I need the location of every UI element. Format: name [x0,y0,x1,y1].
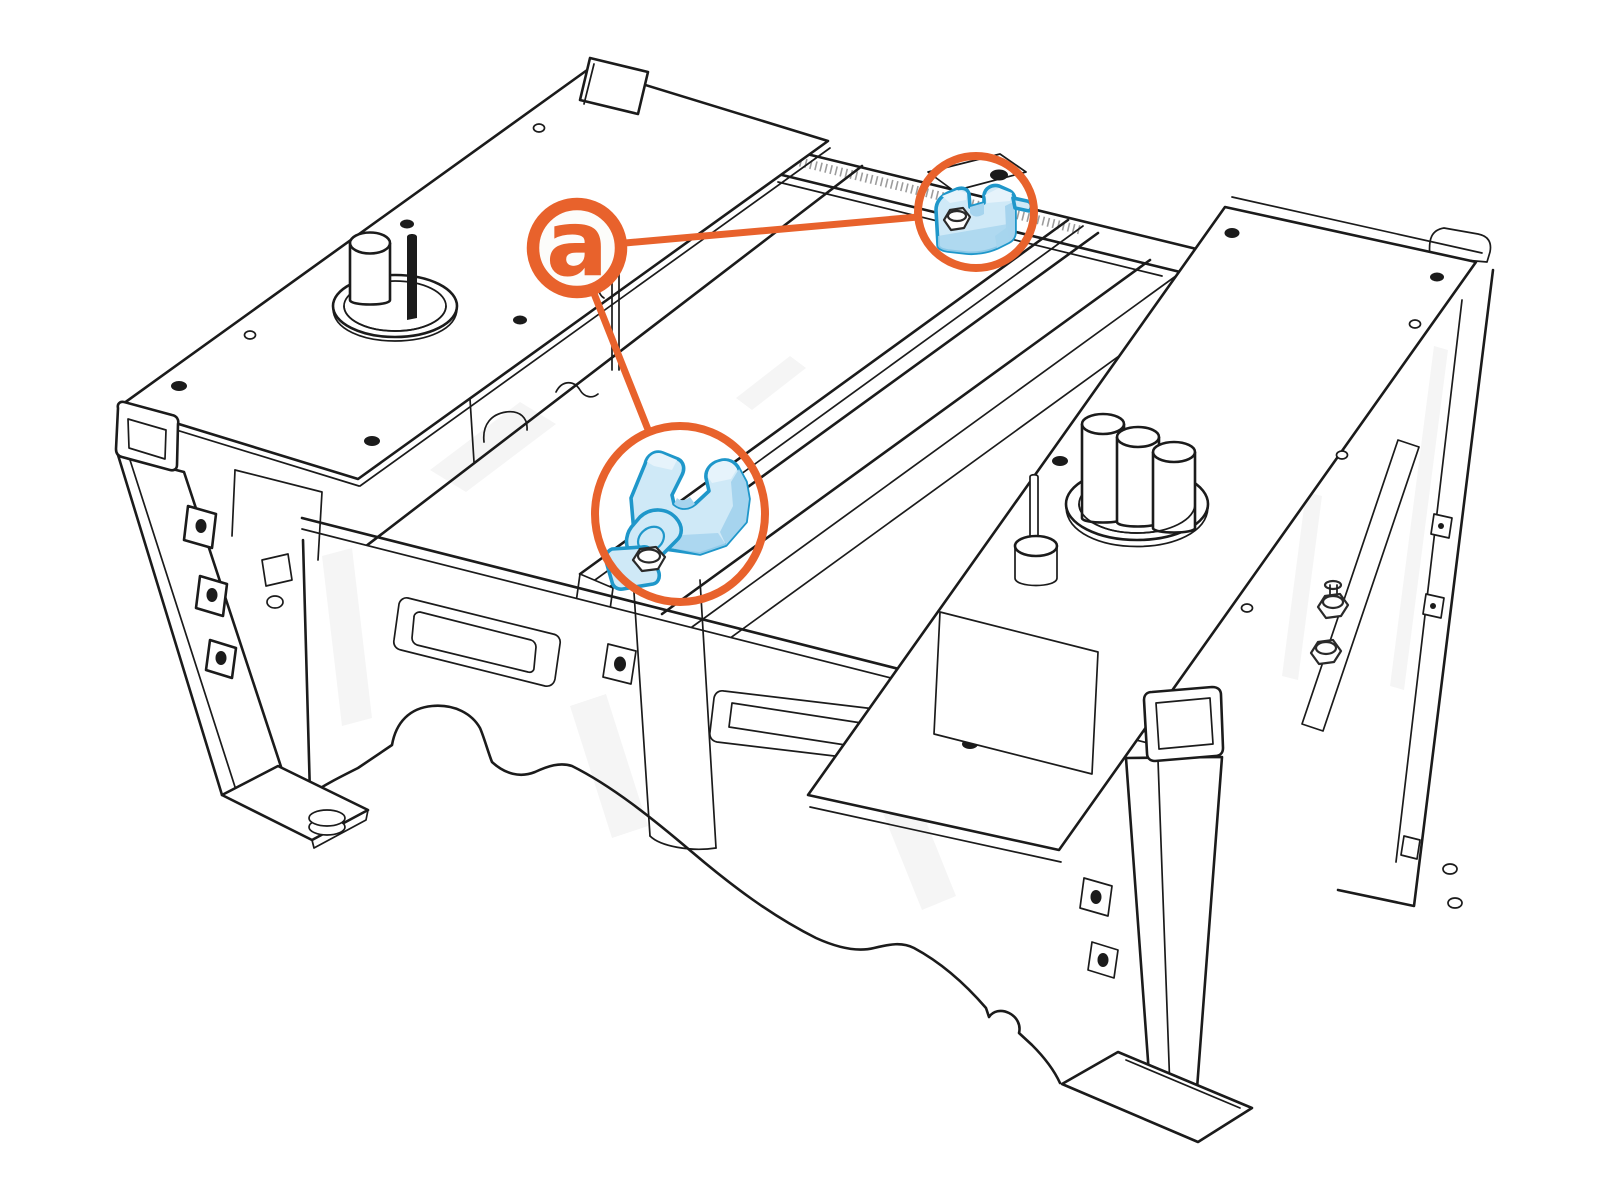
frame-front [114,400,1152,1093]
right-front-leg [1060,685,1254,1144]
leveling-foot [308,809,346,827]
left-cylinder-boss [331,231,459,342]
plate-flap [578,56,650,116]
annotations: a [526,152,1038,606]
label-a-text: a [546,190,608,297]
callout-line-top [621,213,922,247]
callout-line-bottom [589,287,653,436]
label-a-badge [526,197,628,299]
saddle-clamp-bottom [603,450,751,591]
callout-circle-top [914,152,1038,272]
handle-slot-left [392,596,562,688]
side-bolts [1309,579,1350,666]
right-cylinder-boss [1064,412,1210,548]
right-foot [1060,1050,1254,1144]
left-plate [118,56,831,487]
alignment-rod [407,234,417,320]
right-pin-bushing [1013,473,1059,587]
callout-circle-bottom [591,422,769,606]
front-right-panel [933,611,1099,775]
right-side-panel [1205,227,1495,909]
left-leg [114,400,370,849]
